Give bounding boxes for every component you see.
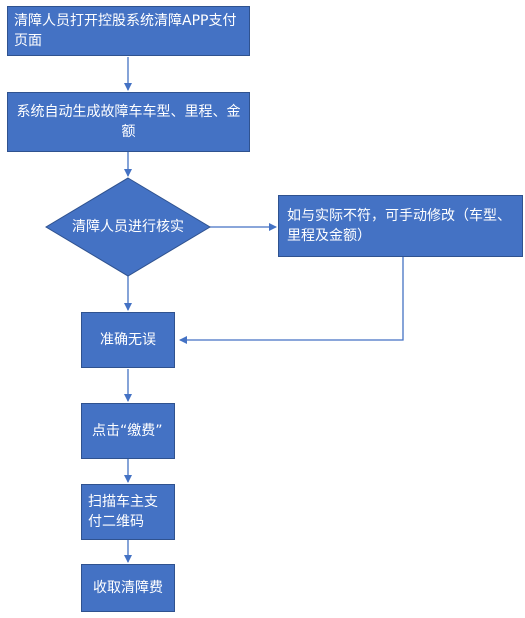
correct-node: 准确无误 [81,312,175,368]
arrow-edit-to-correct [179,257,404,344]
click-pay-node-label: 点击“缴费” [92,423,163,439]
manual-edit-node-label: 如与实际不符，可手动修改（车型、里程及金额） [287,208,511,244]
start-node-label: 清障人员打开控股系统清障APP支付页面 [14,13,237,49]
collect-fee-node-label: 收取清障费 [93,580,163,596]
manual-edit-node: 如与实际不符，可手动修改（车型、里程及金额） [278,195,523,257]
verify-node-label: 清障人员进行核实 [72,219,184,235]
auto-generate-node-label: 系统自动生成故障车车型、里程、金额 [16,104,241,140]
start-node: 清障人员打开控股系统清障APP支付页面 [7,6,250,56]
click-pay-node: 点击“缴费” [81,403,175,459]
scan-qr-node: 扫描车主支付二维码 [81,484,175,540]
collect-fee-node: 收取清障费 [81,564,175,612]
verify-diamond [45,177,211,277]
auto-generate-node: 系统自动生成故障车车型、里程、金额 [7,92,250,152]
scan-qr-node-label: 扫描车主支付二维码 [88,494,158,530]
correct-node-label: 准确无误 [100,332,156,348]
